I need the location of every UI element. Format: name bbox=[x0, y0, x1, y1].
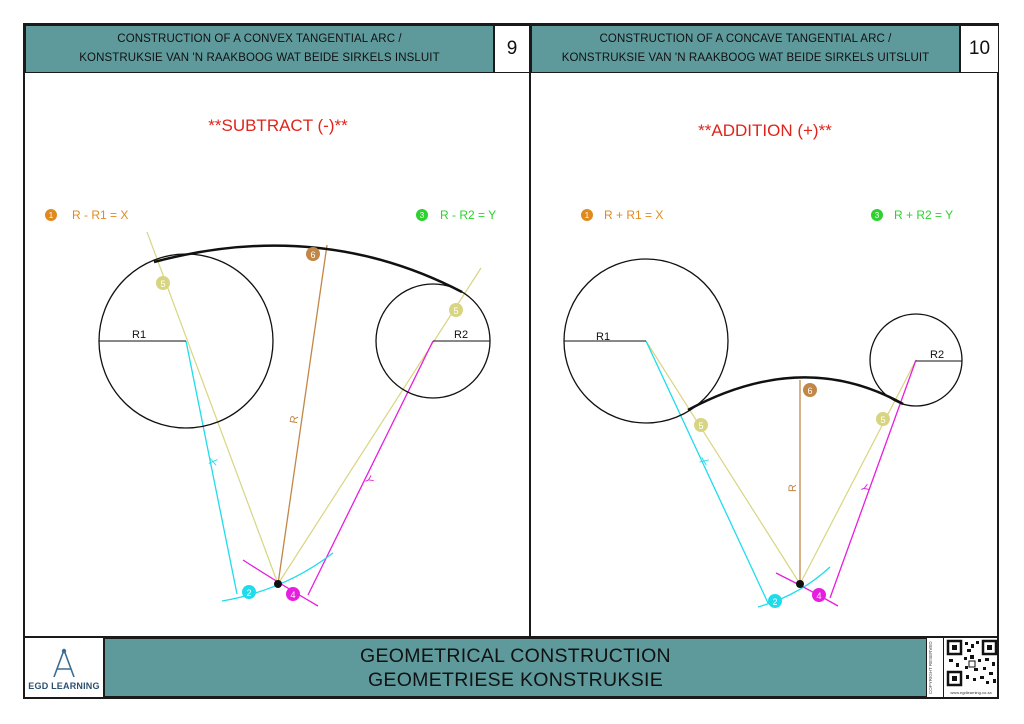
panel-10-step1: 1 R + R1 = X bbox=[581, 208, 663, 222]
cyan-arc bbox=[757, 566, 831, 608]
r-label: R bbox=[288, 415, 301, 425]
marker-6 bbox=[803, 383, 817, 397]
panel-9-operation-title: **SUBTRACT (-)** bbox=[208, 116, 348, 135]
panel-10-header-line2: KONSTRUKSIE VAN 'N RAAKBOOG WAT BEIDE SI… bbox=[561, 52, 930, 64]
r2-label: R2 bbox=[454, 329, 468, 341]
step3-marker-number: 3 bbox=[875, 211, 880, 220]
olive-line-left bbox=[645, 340, 801, 585]
magenta-line-y bbox=[307, 340, 434, 596]
logo-text: EGD LEARNING bbox=[28, 681, 100, 691]
step3-marker bbox=[416, 209, 428, 221]
y-label: Y bbox=[857, 483, 871, 495]
step1-marker bbox=[581, 209, 593, 221]
concave-tangential-arc bbox=[687, 376, 904, 412]
panel-10-header-line1: CONSTRUCTION OF A CONCAVE TANGENTIAL ARC… bbox=[599, 33, 892, 45]
drawing-frame bbox=[23, 23, 999, 699]
circle-r2 bbox=[869, 313, 963, 407]
footer-title-line1: GEOMETRICAL CONSTRUCTION bbox=[360, 644, 671, 667]
y-label: Y bbox=[361, 474, 375, 486]
panel-9-header: CONSTRUCTION OF A CONVEX TANGENTIAL ARC … bbox=[25, 25, 494, 73]
magenta-line-y bbox=[829, 359, 917, 599]
magenta-arc bbox=[242, 559, 319, 607]
panel-divider bbox=[529, 25, 531, 637]
marker-4-number: 4 bbox=[290, 590, 295, 600]
intersection-point bbox=[274, 580, 282, 588]
panel-9-header-line1: CONSTRUCTION OF A CONVEX TANGENTIAL ARC … bbox=[117, 33, 402, 45]
compass-logo-icon bbox=[53, 648, 75, 678]
step1-formula: R + R1 = X bbox=[604, 208, 663, 222]
marker-5-left-number: 5 bbox=[160, 279, 165, 289]
r1-label: R1 bbox=[132, 329, 146, 341]
step3-formula: R - R2 = Y bbox=[440, 208, 496, 222]
qr-code-icon bbox=[946, 639, 998, 687]
olive-line-right bbox=[277, 267, 482, 585]
brown-line-r bbox=[277, 244, 328, 585]
website-url: www.egdlearning.co.za bbox=[950, 690, 992, 695]
marker-5-left bbox=[694, 418, 708, 432]
magenta-arc bbox=[775, 572, 839, 607]
marker-2-number: 2 bbox=[246, 588, 251, 598]
cyan-line-x bbox=[185, 340, 238, 595]
qr-code bbox=[943, 638, 999, 697]
x-label: X bbox=[698, 455, 712, 467]
marker-5-right-number: 5 bbox=[453, 306, 458, 316]
marker-6 bbox=[306, 247, 320, 261]
marker-4-number: 4 bbox=[816, 591, 821, 601]
marker-4 bbox=[812, 588, 826, 602]
marker-5-left-number: 5 bbox=[698, 421, 703, 431]
r2-label: R2 bbox=[930, 349, 944, 361]
r1-label: R1 bbox=[596, 331, 610, 343]
marker-2 bbox=[768, 594, 782, 608]
marker-2-number: 2 bbox=[772, 597, 777, 607]
step3-formula: R + R2 = Y bbox=[894, 208, 953, 222]
r-label: R bbox=[787, 484, 799, 492]
marker-5-right-number: 5 bbox=[880, 415, 885, 425]
panel-10-operation-title: **ADDITION (+)** bbox=[698, 121, 832, 140]
step1-marker-number: 1 bbox=[585, 211, 590, 220]
step1-formula: R - R1 = X bbox=[72, 208, 128, 222]
x-label: X bbox=[207, 456, 220, 466]
panel-9-step1: 1 R - R1 = X bbox=[45, 208, 128, 222]
marker-5-right bbox=[876, 412, 890, 426]
footer-divider bbox=[25, 636, 999, 638]
panel-10-header: CONSTRUCTION OF A CONCAVE TANGENTIAL ARC… bbox=[531, 25, 960, 73]
olive-line-right bbox=[799, 359, 917, 585]
cyan-line-x bbox=[645, 340, 769, 604]
step3-marker bbox=[871, 209, 883, 221]
copyright-notice: COPYRIGHT RESERVED bbox=[928, 641, 933, 695]
egd-logo: EGD LEARNING bbox=[25, 638, 104, 697]
footer-title: GEOMETRICAL CONSTRUCTION GEOMETRIESE KON… bbox=[104, 638, 927, 697]
step1-marker bbox=[45, 209, 57, 221]
panel-9-step3: 3 R - R2 = Y bbox=[416, 208, 496, 222]
marker-6-number: 6 bbox=[310, 250, 315, 260]
marker-6-number: 6 bbox=[807, 386, 812, 396]
panel-10-step3: 3 R + R2 = Y bbox=[871, 208, 953, 222]
panel-9-header-line2: KONSTRUKSIE VAN 'N RAAKBOOG WAT BEIDE SI… bbox=[79, 52, 440, 64]
marker-5-left bbox=[156, 276, 170, 290]
marker-4 bbox=[286, 587, 300, 601]
olive-line-left bbox=[146, 231, 279, 585]
panel-10-number: 10 bbox=[960, 25, 999, 73]
step1-marker-number: 1 bbox=[49, 211, 54, 220]
footer-title-line2: GEOMETRIESE KONSTRUKSIE bbox=[367, 668, 664, 691]
marker-5-right bbox=[449, 303, 463, 317]
step3-marker-number: 3 bbox=[420, 211, 425, 220]
marker-2 bbox=[242, 585, 256, 599]
intersection-point bbox=[796, 580, 804, 588]
